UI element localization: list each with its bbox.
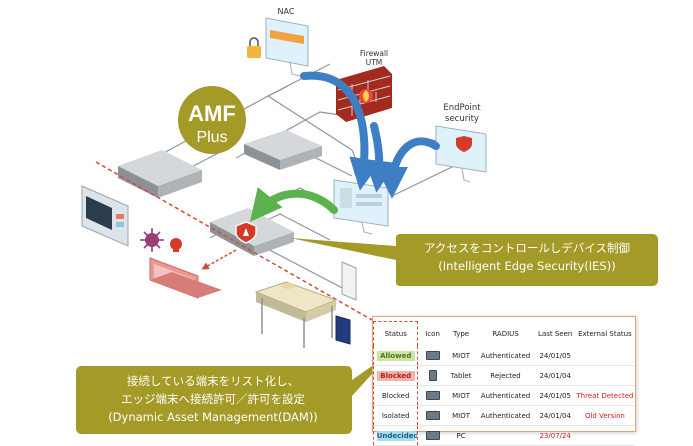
logo-line2: Plus (196, 129, 227, 146)
cell-external-status: Threat Detected (574, 385, 635, 406)
cell-radius (475, 425, 536, 446)
status-badge: Isolated (381, 411, 410, 420)
cell-radius: Authenticated (475, 346, 536, 366)
firewall-label-1: Firewall (360, 49, 388, 58)
arrow-firewall (364, 122, 397, 193)
callout-ies-line2: (Intelligent Edge Security(IES)) (438, 259, 616, 273)
cell-external-status (574, 365, 635, 386)
header-status: Status (372, 321, 419, 346)
cell-status: Isolated (372, 405, 419, 426)
header-icon: Icon (425, 329, 440, 338)
cell-radius: Authenticated (475, 385, 536, 406)
status-badge: Allowed (376, 350, 415, 361)
switch-core (244, 130, 322, 170)
firewall-wall (336, 66, 392, 122)
callout-ies-line1: アクセスをコントロールしデバイス制御 (423, 241, 631, 255)
cell-status: Allowed (372, 346, 419, 366)
callout-ies: アクセスをコントロールしデバイス制御 (Intelligent Edge Sec… (396, 236, 658, 281)
cell-icon (417, 365, 447, 386)
cell-type: MIOT (446, 346, 476, 366)
access-point (341, 261, 357, 301)
header-radius: RADIUS (492, 329, 519, 338)
table-header-row: Status Icon Type RADIUS Last Seen Extern… (372, 321, 636, 346)
header-external-status: External Status (578, 329, 632, 338)
tablet-icon (428, 370, 437, 381)
nac-label: NAC (278, 7, 295, 16)
cell-type: Tablet (446, 365, 476, 386)
cell-external-status (574, 425, 635, 446)
callout-dam-line3: (Dynamic Asset Management(DAM)) (108, 410, 318, 424)
table-row[interactable]: Undecided PC 23/07/24 (372, 425, 635, 446)
cell-last-seen: 24/01/05 (535, 385, 575, 406)
cell-last-seen: 23/07/24 (535, 425, 575, 446)
arrow-green (249, 187, 338, 222)
callout-dam-shape (76, 352, 392, 434)
switch-left (118, 150, 202, 198)
medical-monitor (81, 185, 129, 247)
header-type: Type (453, 329, 470, 338)
management-monitor (333, 179, 389, 235)
cell-icon (417, 346, 447, 366)
cell-status: Blocked (372, 365, 419, 386)
callout-dam-line1: 接続している端末をリスト化し、 (126, 374, 300, 388)
skull-icon (170, 238, 182, 252)
cell-last-seen: 24/01/04 (535, 365, 575, 386)
cell-status: Undecided (372, 425, 419, 446)
cell-icon (417, 385, 447, 406)
cell-status: Blocked (372, 385, 419, 406)
dam-asset-table: Status Icon Type RADIUS Last Seen Extern… (372, 316, 636, 446)
cell-external-status (574, 346, 635, 366)
status-badge: Blocked (382, 391, 410, 400)
status-badge: Undecided (376, 430, 418, 441)
cell-radius: Rejected (475, 365, 536, 386)
firewall-label-2: UTM (366, 58, 383, 67)
device-icon (425, 391, 440, 400)
hospital-bed (254, 281, 338, 348)
cell-last-seen: 24/01/05 (535, 346, 575, 366)
callout-ies-shape (290, 234, 658, 286)
callout-dam: 接続している端末をリスト化し、 エッジ端末へ接続許可／許可を設定 (Dynami… (78, 368, 348, 434)
header-last-seen: Last Seen (538, 329, 573, 338)
security-shield-icon (235, 221, 257, 244)
cell-type: PC (446, 425, 476, 446)
endpoint-label-1: EndPoint (443, 103, 481, 113)
amf-plus-logo: AMF Plus (178, 86, 246, 154)
logo-line1: AMF (188, 101, 236, 126)
compromised-laptop (149, 257, 222, 299)
arrow-endpoint (376, 137, 440, 199)
device-icon (425, 411, 440, 420)
cell-last-seen: 24/01/04 (535, 405, 575, 426)
lock-icon (247, 37, 261, 58)
cell-radius: Authenticated (475, 405, 536, 426)
cell-type: MIOT (446, 385, 476, 406)
pc-icon (425, 351, 440, 360)
virus-icon (140, 228, 164, 252)
callout-dam-line2: エッジ端末へ接続許可／許可を設定 (121, 392, 305, 406)
arrow-nac (300, 71, 381, 191)
nac-monitor (265, 17, 309, 77)
pc-icon (425, 431, 440, 440)
cell-icon (417, 425, 447, 446)
blocked-arrow (201, 249, 237, 270)
status-badge: Blocked (376, 370, 415, 381)
endpoint-label-2: security (445, 114, 479, 124)
cell-type: MIOT (446, 405, 476, 426)
cell-icon (417, 405, 447, 426)
cell-external-status: Old Version (574, 405, 635, 426)
endpoint-monitor (435, 125, 487, 183)
tablet-device (335, 315, 351, 345)
